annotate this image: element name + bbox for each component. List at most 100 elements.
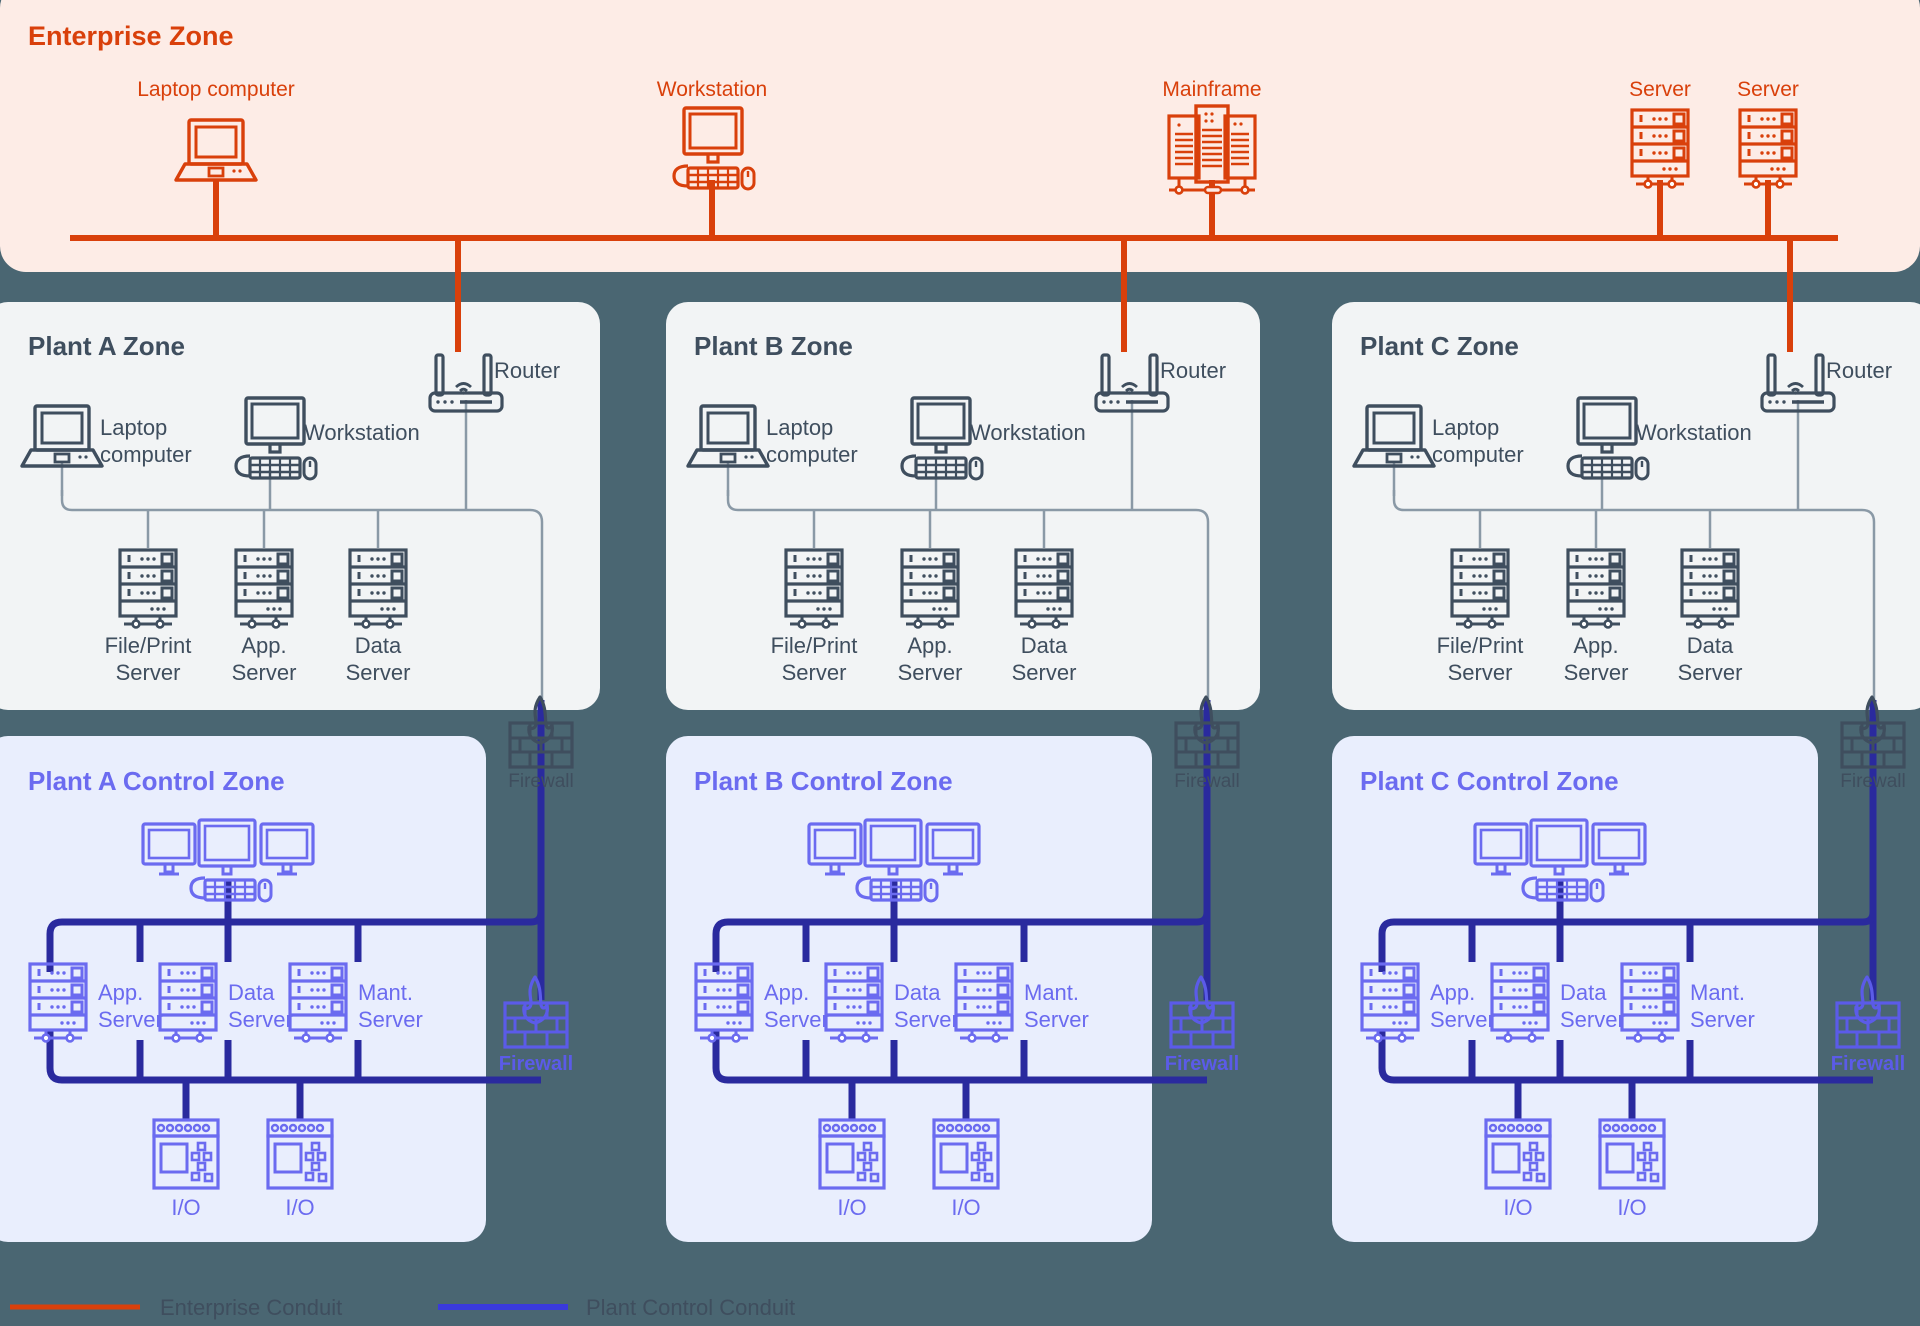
plant-b-control-firewall-icon [1169, 975, 1235, 1049]
plant-a-node-label-1: Workstation [304, 420, 420, 445]
plant-a-router-label: Router [494, 358, 560, 383]
enterprise-workstation-icon [672, 106, 756, 191]
plant-a-node-label-0-line2: computer [100, 442, 192, 467]
legend-label-plant-control-conduit: Plant Control Conduit [586, 1295, 795, 1320]
plant-a-zone-title: Plant A Zone [28, 331, 185, 361]
plant-b-control-io-label-1: I/O [951, 1195, 980, 1220]
plant-c-router-icon [1760, 353, 1836, 413]
plant-a-server-label-2-l2: Server [346, 660, 411, 685]
control-conduit-a-bottom [46, 1030, 541, 1084]
plant-c-server-label-2-l2: Server [1678, 660, 1743, 685]
plant-b-control-server-icon-1 [824, 962, 884, 1044]
plant-b-control-server-icon-0 [694, 962, 754, 1044]
plant-a-laptop-icon [20, 404, 104, 468]
plant-a-control-server-label-2-l1: Mant. [358, 980, 413, 1005]
plant-b-zone-title: Plant B Zone [694, 331, 853, 361]
plant-a-control-io-icon-0 [152, 1118, 220, 1190]
plant-a-control-server-label-1-l1: Data [228, 980, 275, 1005]
plant-c-server-label-1-l1: App. [1573, 633, 1618, 658]
plant-a-control-firewall-icon [503, 975, 569, 1049]
plant-b-router-icon [1094, 353, 1170, 413]
plant-b-control-zone-panel [666, 736, 1152, 1242]
plant-c-control-io-icon-1 [1598, 1118, 1666, 1190]
plant-b-server-label-2-l1: Data [1021, 633, 1068, 658]
plant-a-control-io-icon-1 [266, 1118, 334, 1190]
plant-a-control-zone-title: Plant A Control Zone [28, 766, 285, 796]
enterprise-conduit-group [70, 180, 1838, 352]
plant-c-control-server-icon-2 [1620, 962, 1680, 1044]
plant-c-server-icon-1 [1566, 548, 1626, 630]
plant-b-server-label-2-l2: Server [1012, 660, 1077, 685]
plant-c-control-firewall-icon [1835, 975, 1901, 1049]
plant-a-control-io-label-1: I/O [285, 1195, 314, 1220]
plant-a-node-label-0-line1: Laptop [100, 415, 167, 440]
plant-a-firewall-label: Firewall [508, 771, 573, 792]
enterprise-server-icon-1 [1630, 108, 1690, 189]
plant-a-server-icon-2 [348, 548, 408, 630]
enterprise-zone-panel [0, 0, 1920, 272]
plant-b-control-io-icon-1 [932, 1118, 1000, 1190]
plant-b-control-zone-title: Plant B Control Zone [694, 766, 953, 796]
plant-b-control-server-label-0-l2: Server [764, 1007, 829, 1032]
plant-c-control-io-icon-0 [1484, 1118, 1552, 1190]
plant-a-control-server-icon-2 [288, 962, 348, 1044]
plant-b-zone-panel [666, 302, 1260, 710]
plant-b-firewall-icon [1174, 695, 1240, 769]
plant-b-control-server-label-2-l2: Server [1024, 1007, 1089, 1032]
enterprise-zone-title: Enterprise Zone [28, 21, 234, 51]
plant-c-router-label: Router [1826, 358, 1892, 383]
plant-a-control-server-icon-1 [158, 962, 218, 1044]
plant-b-server-label-0-l2: Server [782, 660, 847, 685]
plant-b-server-icon-1 [900, 548, 960, 630]
plant-b-server-icon-2 [1014, 548, 1074, 630]
plant-c-laptop-icon [1352, 404, 1436, 468]
plant-control-conduit-group [46, 700, 1877, 1120]
plant-b-control-firewall-label: Firewall [1165, 1053, 1239, 1075]
plant-a-bus [60, 490, 544, 700]
plant-a-server-label-1-l2: Server [232, 660, 297, 685]
plant-c-control-zone-panel [1332, 736, 1818, 1242]
plant-c-control-server-label-2-l2: Server [1690, 1007, 1755, 1032]
plant-a-control-zone-panel [0, 736, 486, 1242]
plant-c-control-server-label-2-l1: Mant. [1690, 980, 1745, 1005]
plant-a-router-icon [428, 353, 504, 413]
plant-b-control-io-label-0: I/O [837, 1195, 866, 1220]
plant-b-laptop-icon [686, 404, 770, 468]
plant-c-links [1392, 400, 1876, 700]
plant-c-control-server-icon-0 [1360, 962, 1420, 1044]
plant-c-firewall-label: Firewall [1840, 771, 1905, 792]
plant-b-control-server-label-0-l1: App. [764, 980, 809, 1005]
enterprise-mainframe-icon [1167, 104, 1257, 196]
plant-b-node-label-0-line2: computer [766, 442, 858, 467]
plant-a-control-server-label-0-l1: App. [98, 980, 143, 1005]
plant-c-control-io-label-0: I/O [1503, 1195, 1532, 1220]
plant-c-control-server-label-0-l1: App. [1430, 980, 1475, 1005]
control-conduit-c-bottom [1378, 1030, 1873, 1084]
plant-a-server-label-1-l1: App. [241, 633, 286, 658]
plant-b-control-io-icon-0 [818, 1118, 886, 1190]
plant-a-control-server-label-0-l2: Server [98, 1007, 163, 1032]
plant-a-control-firewall-label: Firewall [499, 1053, 573, 1075]
plant-c-control-server-label-1-l1: Data [1560, 980, 1607, 1005]
plant-a-control-io-label-0: I/O [171, 1195, 200, 1220]
plant-c-server-label-1-l2: Server [1564, 660, 1629, 685]
plant-c-zone-panel [1332, 302, 1920, 710]
enterprise-server-icon-2 [1738, 108, 1798, 189]
plant-a-server-label-0-l2: Server [116, 660, 181, 685]
plant-b-router-label: Router [1160, 358, 1226, 383]
plant-b-node-label-1: Workstation [970, 420, 1086, 445]
plant-b-bus [726, 490, 1210, 700]
plant-b-node-label-0-line1: Laptop [766, 415, 833, 440]
plant-c-control-zone-title: Plant C Control Zone [1360, 766, 1619, 796]
plant-b-control-server-icon-2 [954, 962, 1014, 1044]
plant-b-control-server-label-2-l1: Mant. [1024, 980, 1079, 1005]
plant-c-server-label-0-l2: Server [1448, 660, 1513, 685]
plant-c-zone-title: Plant C Zone [1360, 331, 1519, 361]
enterprise-laptop-icon [174, 118, 258, 182]
plant-b-server-label-1-l1: App. [907, 633, 952, 658]
plant-b-firewall-label: Firewall [1174, 771, 1239, 792]
control-conduit-b-top [712, 900, 1211, 972]
plant-c-control-firewall-label: Firewall [1831, 1053, 1905, 1075]
